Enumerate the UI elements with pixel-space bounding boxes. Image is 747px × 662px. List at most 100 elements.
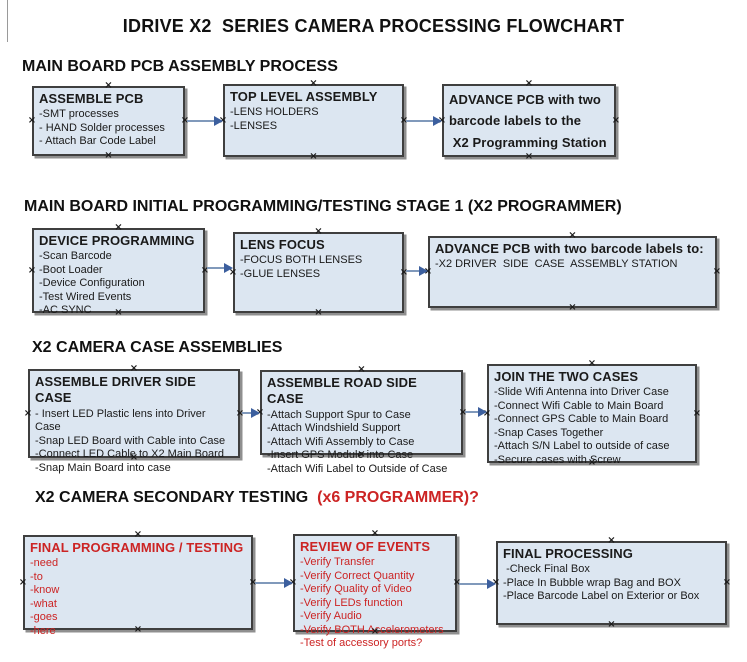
node-top-level-assembly[interactable]: TOP LEVEL ASSEMBLY -LENS HOLDERS-LENSES … — [219, 79, 408, 162]
node-item: -Verify Transfer — [300, 556, 375, 569]
selection-handle-x-icon: × — [611, 114, 621, 126]
node-title: ASSEMBLE ROAD SIDE CASE — [267, 375, 421, 407]
node-item: -LENS HOLDERS — [230, 106, 319, 119]
flow-arrow-icon[interactable] — [187, 116, 223, 126]
node-item: -Scan Barcode — [39, 250, 112, 263]
selection-handle-x-icon: × — [722, 577, 732, 588]
node-assemble-road-side-case[interactable]: ASSEMBLE ROAD SIDE CASE -Attach Support … — [256, 365, 467, 475]
node-lens-focus[interactable]: LENS FOCUS -FOCUS BOTH LENSES-GLUE LENSE… — [229, 227, 408, 318]
section-header-pcb-assembly: MAIN BOARD PCB ASSEMBLY PROCESS — [22, 58, 338, 76]
page-title: IDRIVE X2 SERIES CAMERA PROCESSING FLOWC… — [122, 16, 625, 36]
flow-arrow-icon[interactable] — [406, 116, 442, 126]
selection-handle-x-icon: × — [104, 80, 113, 91]
node-title: ASSEMBLE DRIVER SIDE CASE — [35, 374, 200, 406]
selection-handle-x-icon: × — [314, 226, 323, 237]
node-item: -Slide Wifi Antenna into Driver Case — [494, 386, 669, 399]
selection-handle-x-icon: × — [133, 529, 143, 540]
node-title: ASSEMBLE PCB — [39, 91, 144, 106]
node-item: -Verify Quality of Video — [300, 583, 412, 596]
node-item-list: -Verify Transfer-Verify Correct Quantity… — [300, 556, 450, 651]
node-item: - Attach Bar Code Label — [39, 135, 156, 148]
selection-handle-x-icon: × — [27, 264, 37, 276]
node-item: -Verify LEDs function — [300, 596, 403, 609]
node-item: -Attach Wifi Assembly to Case — [267, 435, 415, 448]
node-item: -Place Barcode Label on Exterior or Box — [503, 590, 700, 603]
node-item: -AC SYNC — [39, 304, 92, 317]
section-header-initial-programming: MAIN BOARD INITIAL PROGRAMMING/TESTING S… — [24, 198, 622, 216]
node-final-programming-testing[interactable]: FINAL PROGRAMMING / TESTING -need-to-kno… — [19, 530, 257, 637]
selection-handle-x-icon: × — [607, 535, 616, 546]
node-item: -Check Final Box — [503, 563, 590, 576]
selection-handle-x-icon: × — [27, 115, 37, 126]
section-header-case-assemblies: X2 CAMERA CASE ASSEMBLIES — [32, 339, 282, 357]
node-title: FINAL PROGRAMMING / TESTING — [30, 540, 244, 555]
section-header-text: MAIN BOARD PCB ASSEMBLY PROCESS — [22, 58, 338, 75]
node-title: ADVANCE PCB with two barcode labels to t… — [449, 92, 607, 150]
node-item: -FOCUS BOTH LENSES — [240, 254, 363, 267]
node-item: -Connect Wifi Cable to Main Board — [494, 399, 664, 412]
node-title: TOP LEVEL ASSEMBLY — [230, 89, 378, 104]
node-item: -Attach Windshield Support — [267, 422, 401, 434]
node-advance-pcb-programming-station[interactable]: ADVANCE PCB with two barcode labels to t… — [438, 79, 620, 162]
node-title: ADVANCE PCB with two barcode labels to: — [435, 241, 704, 256]
node-review-of-events[interactable]: REVIEW OF EVENTS -Verify Transfer-Verify… — [289, 529, 461, 650]
node-item-list: -LENS HOLDERS-LENSES — [230, 106, 397, 133]
node-item-list: -Slide Wifi Antenna into Driver Case-Con… — [494, 386, 690, 467]
node-item: -Device Configuration — [39, 277, 145, 290]
node-item: -Connect GPS Cable to Main Board — [494, 413, 669, 426]
node-item: -Connect LED Cable to X2 Main Board — [35, 448, 224, 460]
node-join-the-two-cases[interactable]: JOIN THE TWO CASES -Slide Wifi Antenna i… — [483, 359, 701, 468]
node-assemble-driver-side-case[interactable]: ASSEMBLE DRIVER SIDE CASE - Insert LED P… — [24, 364, 244, 474]
node-item-list: -X2 DRIVER SIDE CASE ASSEMBLY STATION — [435, 258, 710, 272]
node-item: -Secure cases with Screw — [494, 453, 621, 466]
node-item: -know — [30, 584, 60, 597]
selection-handle-x-icon: × — [524, 78, 534, 89]
section-header-text: MAIN BOARD INITIAL PROGRAMMING/TESTING S… — [24, 198, 622, 215]
flow-arrow-icon[interactable] — [207, 263, 233, 273]
node-title: REVIEW OF EVENTS — [300, 539, 431, 554]
selection-handle-x-icon: × — [309, 78, 318, 89]
node-title: JOIN THE TWO CASES — [494, 369, 639, 384]
selection-handle-x-icon: × — [399, 266, 409, 278]
node-title: DEVICE PROGRAMMING — [39, 233, 195, 248]
section-header-secondary-testing: X2 CAMERA SECONDARY TESTING (x6 PROGRAMM… — [35, 489, 479, 507]
node-assemble-pcb[interactable]: ASSEMBLE PCB -SMT processes- HAND Solder… — [28, 81, 189, 161]
node-device-programming[interactable]: DEVICE PROGRAMMING -Scan Barcode-Boot Lo… — [28, 223, 209, 318]
selection-handle-x-icon: × — [18, 576, 28, 588]
selection-handle-x-icon: × — [314, 307, 323, 318]
node-item: -Attach Wifi Label to Outside of Case — [267, 462, 448, 475]
section-header-text: X2 CAMERA CASE ASSEMBLIES — [32, 339, 283, 356]
node-item: -Boot Loader — [39, 263, 103, 276]
node-item-list: -SMT processes- HAND Solder processes- A… — [39, 108, 178, 149]
node-item: -Place In Bubble wrap Bag and BOX — [503, 576, 681, 589]
node-item: -Insert GPS Module into Case — [267, 449, 414, 461]
node-item: -here — [30, 624, 56, 637]
node-item: -SMT processes — [39, 108, 119, 121]
flow-arrow-icon[interactable] — [242, 408, 260, 418]
node-item: -Snap Cases Together — [494, 426, 604, 439]
node-item-list: -FOCUS BOTH LENSES-GLUE LENSES — [240, 254, 397, 281]
flow-arrow-icon[interactable] — [465, 407, 487, 417]
selection-handle-x-icon: × — [23, 407, 33, 419]
node-advance-pcb-driver-side-station[interactable]: ADVANCE PCB with two barcode labels to: … — [424, 231, 721, 313]
node-item-list: -need-to-know-what-goes-here — [30, 557, 246, 638]
flow-arrow-icon[interactable] — [406, 266, 428, 276]
selection-handle-x-icon: × — [524, 151, 534, 162]
node-item: -Snap Main Board into case — [35, 461, 171, 474]
node-item: -Attach S/N Label to outside of case — [494, 440, 670, 453]
section-header-text: X2 CAMERA SECONDARY TESTING — [35, 489, 318, 506]
node-item: -Attach Support Spur to Case — [267, 408, 411, 421]
node-item: -GLUE LENSES — [240, 267, 321, 280]
node-item: -Verify Correct Quantity — [300, 569, 415, 582]
node-item-list: -Attach Support Spur to Case-Attach Wind… — [267, 409, 456, 477]
node-item: -Verify BOTH Accelerometers — [300, 623, 444, 636]
flow-arrow-icon[interactable] — [459, 579, 496, 589]
node-item: -Verify Audio — [300, 610, 362, 623]
node-final-processing[interactable]: FINAL PROCESSING -Check Final Box-Place … — [492, 536, 731, 630]
selection-handle-x-icon: × — [114, 222, 123, 233]
flow-arrow-icon[interactable] — [255, 578, 293, 588]
node-item: -what — [30, 597, 57, 610]
node-title: LENS FOCUS — [240, 237, 325, 252]
node-item-list: -Check Final Box-Place In Bubble wrap Ba… — [503, 563, 720, 604]
